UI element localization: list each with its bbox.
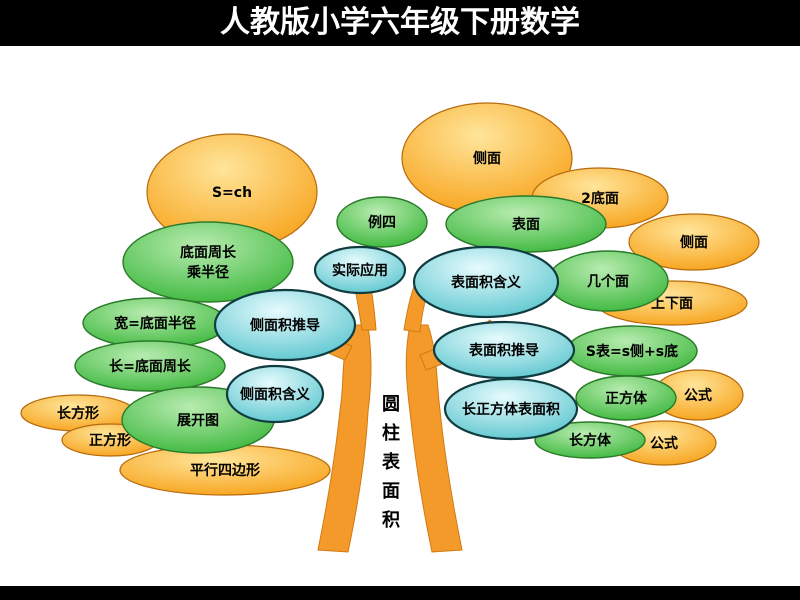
- trunk-char: 表: [382, 451, 401, 473]
- page-title: 人教版小学六年级下册数学: [0, 0, 800, 46]
- node-example-four-label: 例四: [368, 214, 396, 231]
- node-parallelogram: 平行四边形: [119, 444, 331, 496]
- node-rectangle-label: 长方形: [57, 405, 99, 422]
- node-unfolded-label: 展开图: [177, 413, 219, 429]
- node-length-circ-label: 长=底面周长: [109, 358, 192, 375]
- node-two-bases-label: 2底面: [581, 190, 619, 207]
- node-top-bottom-label: 上下面: [651, 296, 693, 312]
- node-lateral-derivation-label: 侧面积推导: [250, 317, 320, 334]
- node-cuboid: 长方体: [534, 421, 646, 459]
- node-surface-meaning-label: 表面积含义: [450, 274, 521, 291]
- node-base-half-circ-label: 乘半径: [186, 264, 229, 281]
- trunk-char: 圆: [382, 394, 400, 415]
- node-cuboid-surface-label: 长正方体表面积: [462, 401, 560, 418]
- node-surface-derivation: 表面积推导: [432, 320, 576, 380]
- node-surface-derivation-label: 表面积推导: [468, 342, 539, 359]
- node-formula-2-label: 公式: [650, 435, 678, 452]
- node-application-bubble: [313, 245, 407, 295]
- node-application: 实际应用: [313, 245, 407, 295]
- node-application-label: 实际应用: [332, 262, 388, 279]
- node-cuboid-surface-bubble: [443, 377, 579, 441]
- node-formula-1-label: 公式: [684, 387, 712, 404]
- node-cube-bubble: [575, 375, 677, 421]
- trunk-char: 面: [382, 481, 400, 502]
- node-width-radius-label: 宽=底面半径: [114, 315, 196, 332]
- node-surface-label: 表面: [511, 216, 540, 233]
- bottom-bar: [0, 586, 800, 600]
- trunk-left: [317, 324, 372, 553]
- node-how-many-faces: 几个面: [547, 250, 669, 312]
- node-cube-label: 正方体: [605, 390, 648, 407]
- node-width-radius: 宽=底面半径: [82, 297, 228, 349]
- node-surface-derivation-bubble: [432, 320, 576, 380]
- node-cuboid-label: 长方体: [569, 432, 612, 449]
- node-cuboid-surface: 长正方体表面积: [443, 377, 579, 441]
- trunk-right: [405, 324, 463, 553]
- node-cuboid-bubble: [534, 421, 646, 459]
- node-cube: 正方体: [575, 375, 677, 421]
- node-lateral-derivation: 侧面积推导: [213, 288, 357, 362]
- node-lateral-derivation-bubble: [213, 288, 357, 362]
- node-lateral-meaning: 侧面积含义: [225, 364, 325, 424]
- node-side-right-bubble: [628, 213, 760, 271]
- node-square-label: 正方形: [89, 432, 131, 449]
- node-how-many-faces-label: 几个面: [587, 273, 629, 290]
- node-parallelogram-label: 平行四边形: [190, 462, 260, 479]
- trunk-char: 柱: [382, 422, 400, 444]
- node-length-circ: 长=底面周长: [74, 340, 226, 392]
- node-surface: 表面: [445, 195, 607, 253]
- node-base-half-circ-bubble: [122, 221, 294, 303]
- node-side-top-label: 侧面: [473, 150, 501, 167]
- node-example-four: 例四: [336, 196, 428, 248]
- node-side-right-label: 侧面: [680, 234, 708, 251]
- node-example-four-bubble: [336, 196, 428, 248]
- node-formula-1: 公式: [652, 369, 744, 421]
- node-length-circ-bubble: [74, 340, 226, 392]
- node-side-right: 侧面: [628, 213, 760, 271]
- node-s-ch-label: S=ch: [212, 185, 252, 201]
- node-s-formula-label: S表=s侧+s底: [586, 343, 678, 360]
- node-lateral-meaning-bubble: [225, 364, 325, 424]
- node-base-half-circ-label: 底面周长: [180, 244, 237, 261]
- trunk-char: 积: [382, 510, 400, 531]
- node-surface-meaning: 表面积含义: [412, 245, 560, 319]
- node-lateral-meaning-label: 侧面积含义: [240, 386, 310, 403]
- node-s-formula: S表=s侧+s底: [566, 325, 698, 377]
- node-surface-meaning-bubble: [412, 245, 560, 319]
